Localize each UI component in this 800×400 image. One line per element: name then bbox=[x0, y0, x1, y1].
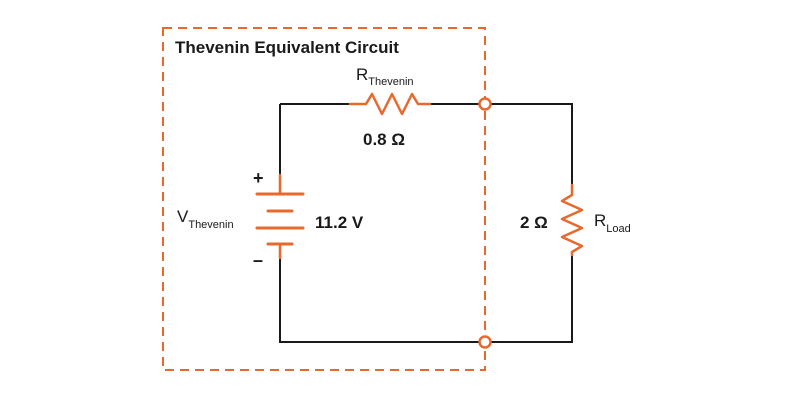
terminal-top bbox=[478, 97, 492, 111]
load-resistor bbox=[560, 183, 584, 257]
wire-load-bottom bbox=[490, 255, 573, 343]
voltage-source bbox=[255, 173, 305, 260]
wire-bottom bbox=[279, 258, 480, 343]
r-thevenin-label: RThevenin bbox=[356, 65, 414, 88]
terminal-bottom bbox=[478, 335, 492, 349]
r-load-value: 2 Ω bbox=[520, 213, 548, 232]
thevenin-resistor-symbol bbox=[348, 92, 432, 116]
equivalent-circuit-boundary bbox=[162, 27, 486, 371]
v-thevenin-value: 11.2 V bbox=[315, 213, 364, 232]
load-resistor-symbol bbox=[560, 183, 584, 257]
positive-terminal-sign: + bbox=[253, 168, 264, 188]
thevenin-resistor bbox=[348, 92, 432, 116]
r-load-label: RLoad bbox=[594, 211, 631, 235]
diagram-title: Thevenin Equivalent Circuit bbox=[175, 38, 399, 57]
negative-terminal-sign: – bbox=[253, 250, 263, 270]
wire-top-left bbox=[279, 103, 350, 175]
circuit-wires bbox=[279, 103, 573, 343]
wire-top-load bbox=[490, 103, 573, 185]
v-thevenin-label: VThevenin bbox=[177, 207, 234, 231]
r-thevenin-value: 0.8 Ω bbox=[363, 130, 405, 149]
